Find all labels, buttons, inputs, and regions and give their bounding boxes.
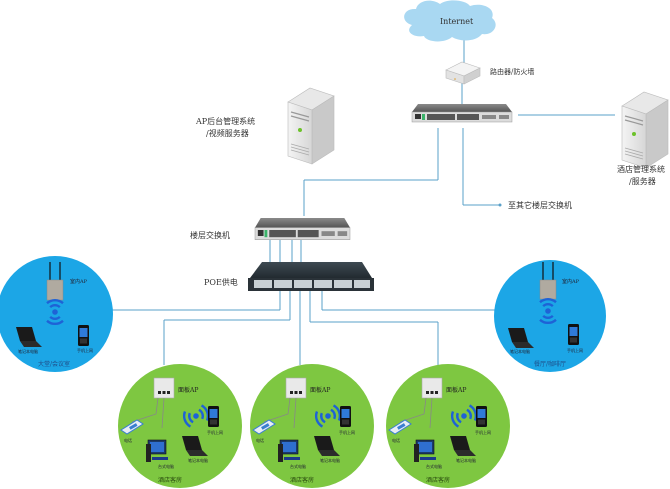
pc-label: 台式电脑 (426, 463, 442, 469)
laptop-label: 笔记本电脑 (320, 457, 340, 463)
server-icon (287, 87, 335, 165)
internet-cloud: Internet (404, 0, 496, 42)
router-icon (445, 61, 481, 85)
zone-name: 酒店客房 (426, 476, 450, 484)
cloud-icon (404, 0, 496, 42)
ap-server-label-line2: /视频服务器 (206, 128, 249, 138)
desktop-pc-icon (413, 439, 437, 463)
mobile-phone-icon (476, 406, 487, 427)
poe-label: POE供电 (204, 277, 238, 287)
hotel-management-server: 酒店管理系统 /服务器 (617, 91, 669, 186)
desktop-pc-icon (145, 439, 169, 463)
zone-name: 酒店客房 (290, 476, 314, 484)
zone-background (494, 260, 606, 372)
poe-switch: POE供电 (204, 262, 374, 291)
hotel-server-label-line1: 酒店管理系统 (617, 164, 665, 174)
mobile-phone-icon (568, 324, 579, 345)
laptop-label: 笔记本电脑 (18, 348, 38, 354)
phone-label: 手机上网 (567, 347, 583, 353)
zone-room-3: 面板AP 手机上网 电话 台式电脑 笔记本电脑 酒店客房 (386, 364, 510, 488)
hotel-server-label-line2: /服务器 (629, 176, 656, 186)
floor-switch-label: 楼层交换机 (190, 230, 230, 240)
zone-name: 餐厅/咖啡厅 (534, 360, 566, 368)
zone-restaurant: 室内AP 笔记本电脑 手机上网 餐厅/咖啡厅 (494, 260, 606, 372)
other-floor-switch-label: 至其它楼层交换机 (508, 200, 572, 210)
phone-label: 手机上网 (339, 429, 355, 435)
switch-icon (411, 103, 513, 123)
zone-name: 大堂/会议室 (38, 360, 70, 368)
core-switch (411, 103, 513, 123)
laptop-label: 笔记本电脑 (456, 457, 476, 463)
mobile-phone-icon (208, 406, 219, 427)
ap-label: 室内AP (70, 278, 88, 285)
floor-switch: 楼层交换机 (190, 217, 351, 241)
zone-lobby: 室内AP 笔记本电脑 手机上网 大堂/会议室 (0, 256, 113, 372)
desktop-pc-icon (277, 439, 301, 463)
mobile-phone-icon (78, 325, 89, 346)
ap-server-label-line1: AP后台管理系统 (195, 116, 255, 126)
indoor-ap-icon (539, 262, 557, 300)
ap-label: 面板AP (310, 386, 330, 394)
telephone-label: 电话 (392, 437, 400, 443)
telephone-label: 电话 (256, 437, 264, 443)
router: 路由器/防火墙 (445, 61, 534, 85)
ap-management-server: AP后台管理系统 /视频服务器 (195, 87, 335, 165)
phone-label: 手机上网 (207, 429, 223, 435)
ap-label: 面板AP (446, 386, 466, 394)
laptop-label: 笔记本电脑 (188, 457, 208, 463)
internet-label: Internet (440, 17, 474, 26)
pc-label: 台式电脑 (158, 463, 174, 469)
phone-label: 手机上网 (475, 429, 491, 435)
mobile-phone-icon (340, 406, 351, 427)
poe-switch-icon (248, 262, 374, 291)
indoor-ap-icon (46, 262, 64, 301)
telephone-label: 电话 (124, 437, 132, 443)
panel-ap-icon (421, 377, 443, 399)
laptop-label: 笔记本电脑 (510, 348, 530, 354)
switch-icon (254, 217, 351, 241)
pc-label: 台式电脑 (290, 463, 306, 469)
router-label: 路由器/防火墙 (490, 67, 534, 76)
panel-ap-icon (285, 377, 307, 399)
zone-name: 酒店客房 (158, 476, 182, 484)
zone-room-1: 面板AP 手机上网 电话 台式电脑 笔记本电脑 酒店客房 (118, 364, 242, 488)
ap-label: 面板AP (178, 386, 198, 394)
panel-ap-icon (153, 377, 175, 399)
phone-label: 手机上网 (77, 347, 93, 353)
ap-label: 室内AP (562, 278, 580, 285)
server-icon (621, 91, 669, 169)
zone-room-2: 面板AP 手机上网 电话 台式电脑 笔记本电脑 酒店客房 (250, 364, 374, 488)
